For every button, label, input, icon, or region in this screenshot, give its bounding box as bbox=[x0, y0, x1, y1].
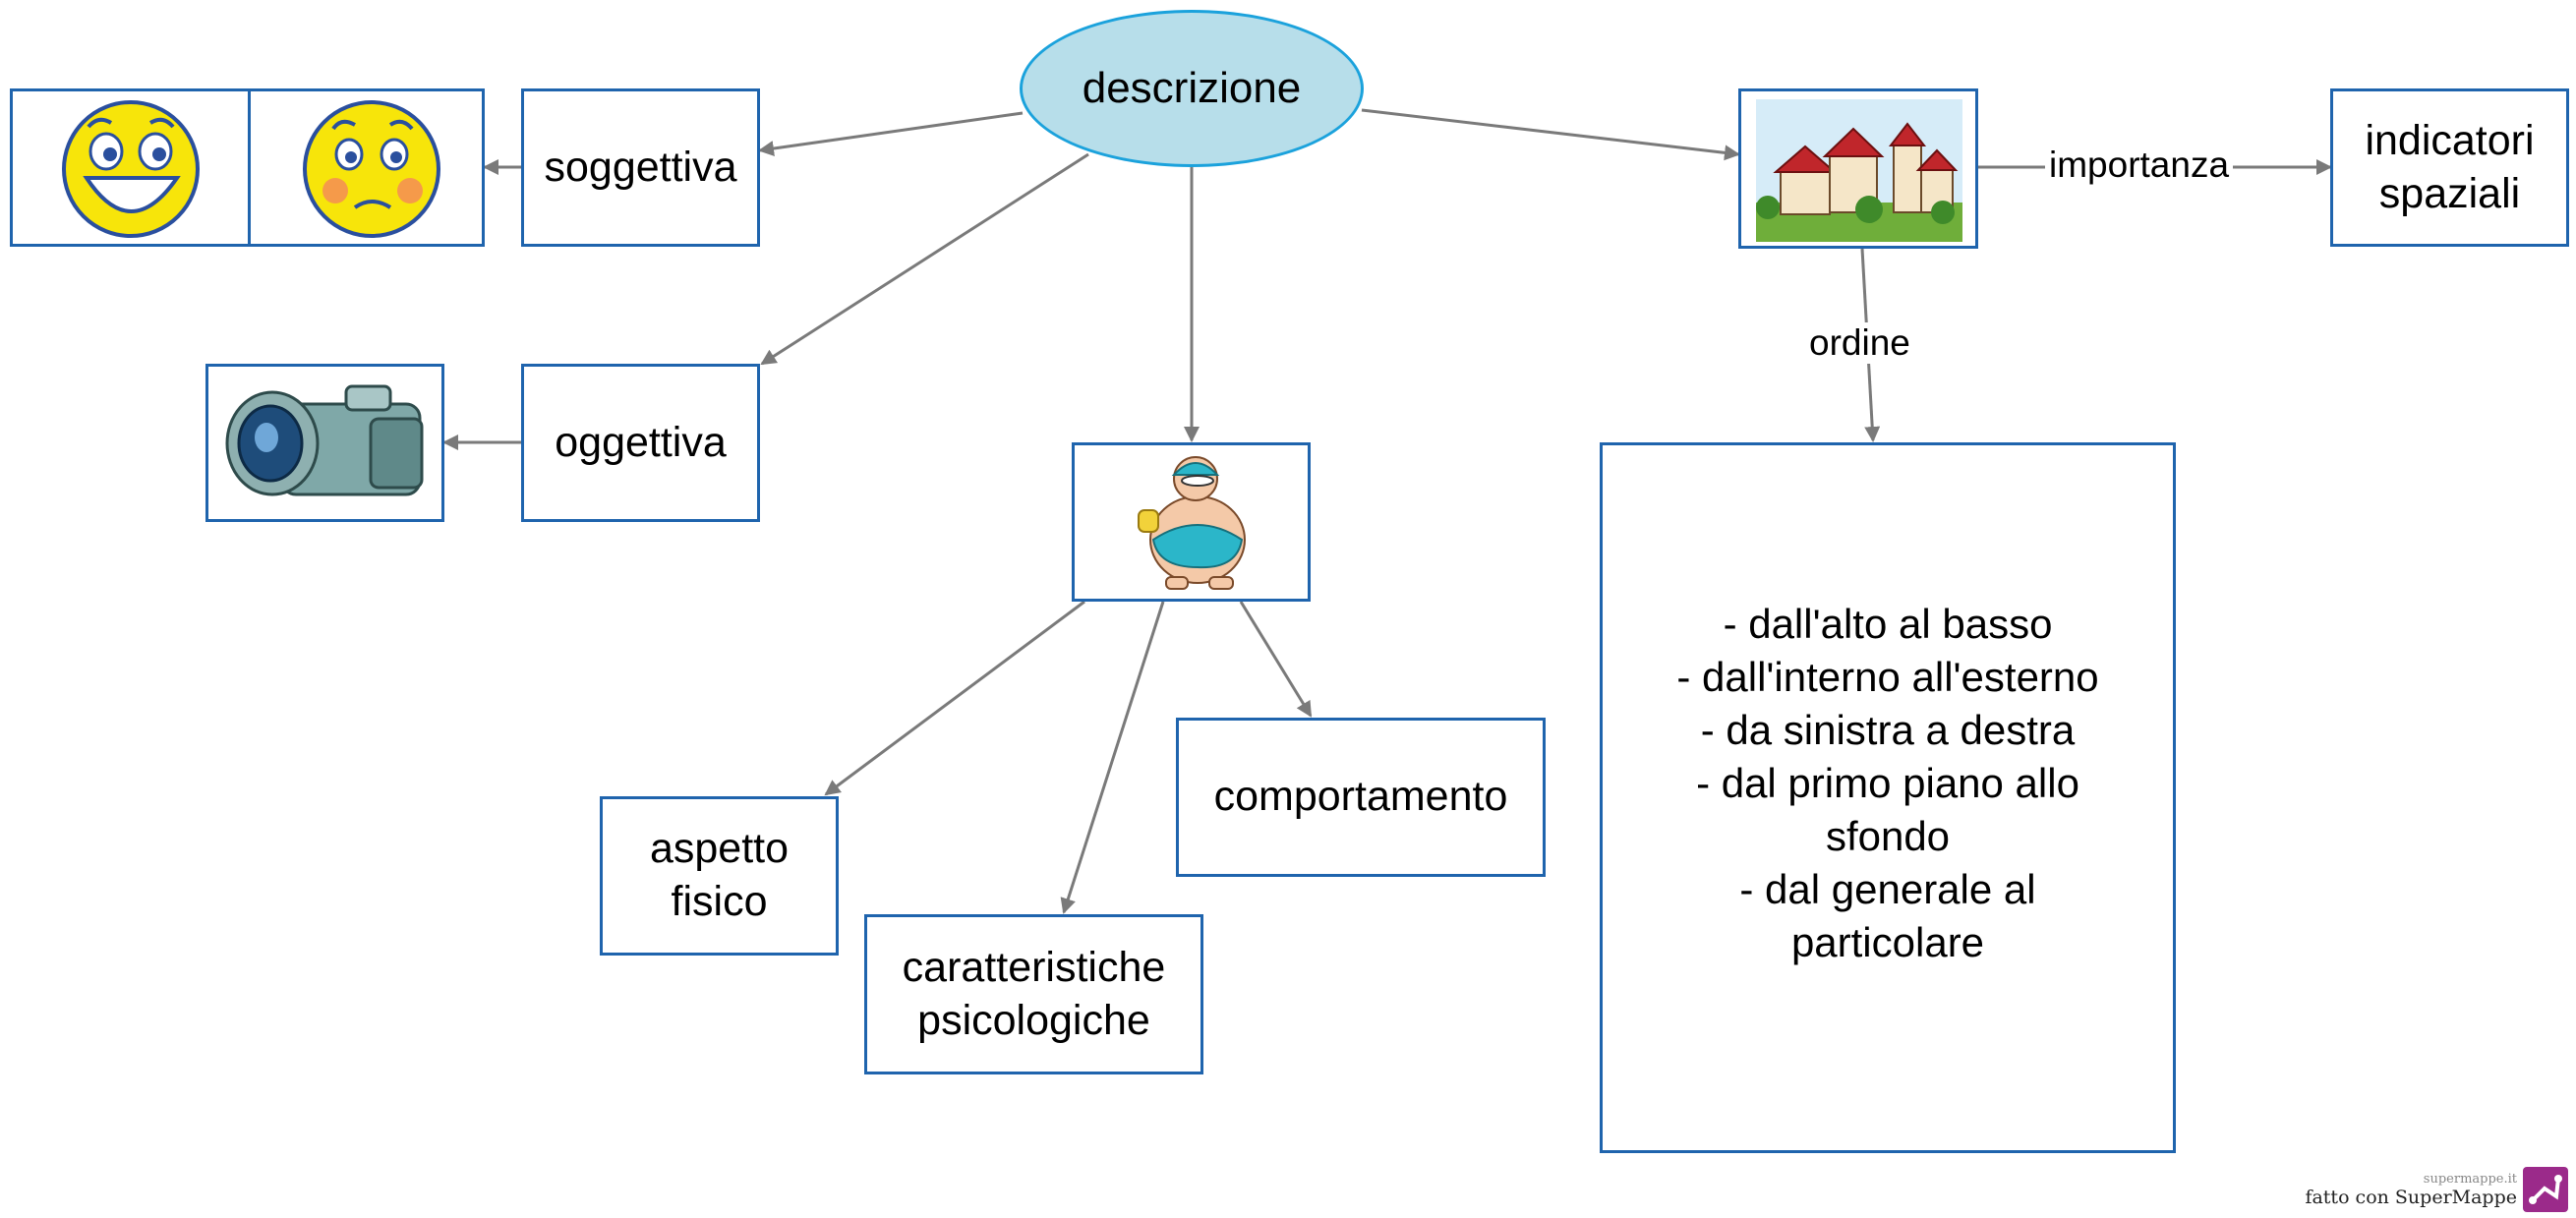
concept-soggettiva[interactable]: soggettiva bbox=[521, 88, 760, 247]
village-image-box[interactable] bbox=[1738, 88, 1978, 249]
arrow-swimmer-comportamento bbox=[1239, 601, 1313, 718]
happy-face-icon bbox=[62, 100, 200, 238]
arrow-center-village bbox=[1361, 108, 1740, 161]
swimmer-image-box[interactable] bbox=[1072, 442, 1311, 602]
ordine-item-3: - da sinistra a destra bbox=[1700, 706, 2076, 753]
concept-descrizione[interactable]: descrizione bbox=[1020, 10, 1364, 167]
ordine-item-4-cont: sfondo bbox=[1825, 812, 1951, 859]
ordine-item-5-cont: particolare bbox=[1790, 918, 1985, 965]
arrow-swimmer-caratteristiche bbox=[1060, 601, 1165, 914]
concept-aspetto-fisico[interactable]: aspetto fisico bbox=[600, 796, 839, 956]
footer-site: supermappe.it bbox=[2423, 1172, 2517, 1187]
concept-caratteristiche-psicologiche[interactable]: caratteristiche psicologiche bbox=[864, 914, 1203, 1074]
ordine-item-2: - dall'interno all'esterno bbox=[1676, 653, 2099, 700]
concept-comportamento-label: comportamento bbox=[1213, 773, 1508, 821]
footer-credit: supermappe.it fatto con SuperMappe bbox=[2305, 1172, 2517, 1208]
sad-face-icon bbox=[303, 100, 440, 238]
link-label-importanza: importanza bbox=[2045, 145, 2234, 186]
arrow-center-soggettiva bbox=[758, 111, 1024, 156]
arrow-swimmer-aspetto bbox=[824, 600, 1085, 796]
concept-oggettiva[interactable]: oggettiva bbox=[521, 364, 760, 522]
link-label-ordine: ordine bbox=[1805, 322, 1914, 364]
indicatori-line-1: indicatori bbox=[2365, 116, 2535, 164]
arrow-center-oggettiva bbox=[760, 152, 1089, 366]
aspetto-line-1: aspetto bbox=[649, 825, 790, 873]
video-camera-icon bbox=[225, 384, 424, 496]
ordine-item-5: - dal generale al bbox=[1739, 865, 2036, 912]
aspetto-line-2: fisico bbox=[671, 878, 768, 925]
faces-divider bbox=[248, 91, 251, 244]
concept-descrizione-label: descrizione bbox=[1082, 64, 1302, 112]
faces-image-box[interactable] bbox=[10, 88, 485, 247]
caratteristiche-line-1: caratteristiche bbox=[902, 943, 1166, 991]
camera-image-box[interactable] bbox=[205, 364, 444, 522]
concept-oggettiva-label: oggettiva bbox=[555, 418, 727, 466]
supermappe-logo-icon[interactable] bbox=[2523, 1167, 2568, 1212]
ordine-item-1: - dall'alto al basso bbox=[1723, 600, 2053, 647]
ordine-item-4: - dal primo piano allo bbox=[1696, 759, 2079, 806]
concept-indicatori-spaziali[interactable]: indicatori spaziali bbox=[2330, 88, 2569, 247]
caratteristiche-line-2: psicologiche bbox=[917, 996, 1150, 1044]
village-houses-icon bbox=[1756, 99, 1962, 242]
concept-comportamento[interactable]: comportamento bbox=[1176, 718, 1546, 877]
footer-credit-text: fatto con SuperMappe bbox=[2305, 1187, 2517, 1208]
swimmer-cartoon-icon bbox=[1138, 456, 1246, 590]
concept-ordine-list[interactable]: - dall'alto al basso - dall'interno all'… bbox=[1600, 442, 2176, 1153]
concept-soggettiva-label: soggettiva bbox=[544, 143, 737, 191]
indicatori-line-2: spaziali bbox=[2378, 169, 2521, 217]
